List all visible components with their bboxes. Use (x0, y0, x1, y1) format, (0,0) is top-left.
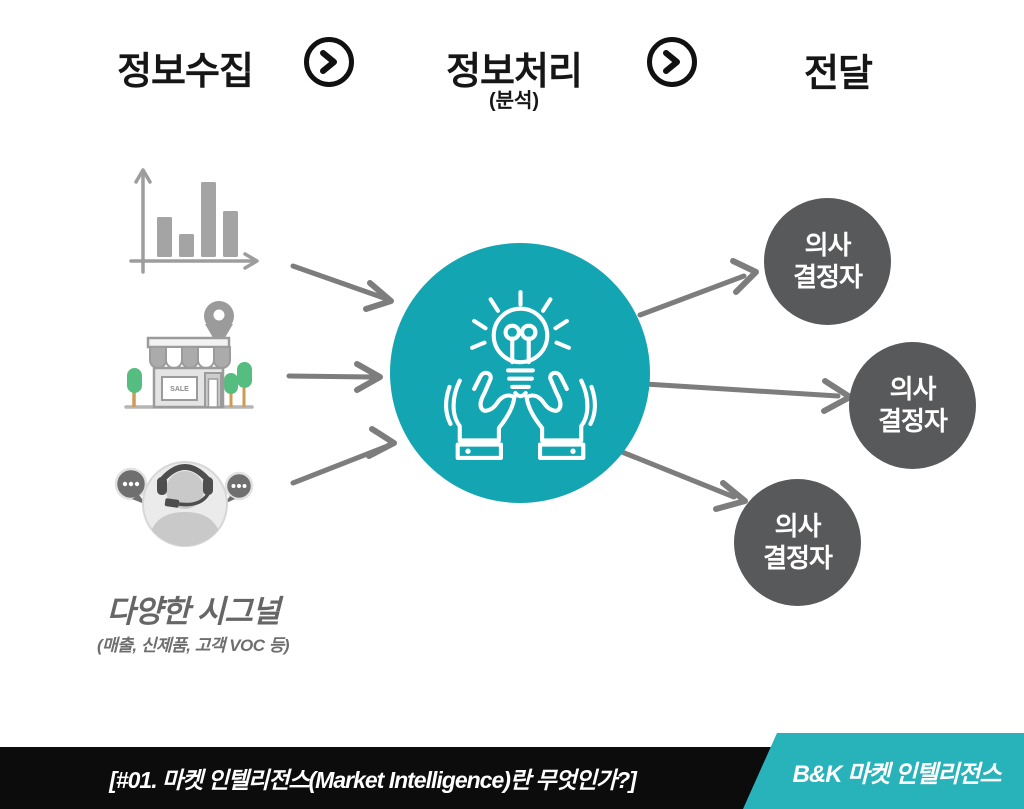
sources-caption-sub: (매출, 신제품, 고객 VOC 등) (96, 636, 290, 655)
decision-maker-label-line2: 결정자 (878, 405, 948, 436)
sources-caption-title: 다양한 시그널 (106, 594, 281, 629)
processing-circle (390, 243, 650, 503)
customer-voice-icon (114, 461, 254, 547)
decision-maker-label-line1: 의사 (889, 373, 937, 404)
step-process-sublabel: (분석) (488, 90, 540, 112)
step-collect-label: 정보수집 (117, 51, 254, 93)
decision-maker-circle: 의사 결정자 (849, 342, 976, 469)
decision-maker-label-line2: 결정자 (793, 261, 863, 292)
decision-maker-circle: 의사 결정자 (734, 479, 861, 606)
step-process-label: 정보처리 (446, 51, 583, 93)
store-sale-sign: SALE (170, 386, 189, 393)
footer-brand-label: B&K 마켓 인텔리전스 (792, 760, 1002, 788)
chevron-right-icon (320, 50, 337, 74)
hands-lightbulb-icon (443, 289, 597, 460)
decision-maker-label-line1: 의사 (804, 229, 852, 260)
chevron-right-circle-icon (304, 37, 354, 87)
storefront-icon: SALE (124, 301, 254, 409)
chevron-right-icon (663, 50, 680, 74)
footer-title: [#01. 마켓 인텔리전스(Market Intelligence)란 무엇인… (109, 767, 637, 793)
footer-brand-ribbon: B&K 마켓 인텔리전스 (743, 733, 1024, 809)
chevron-right-circle-icon (647, 37, 697, 87)
step-deliver-label: 전달 (804, 53, 873, 95)
decision-maker-circle: 의사 결정자 (764, 198, 891, 325)
decision-maker-label-line1: 의사 (774, 510, 822, 541)
decision-maker-label-line2: 결정자 (763, 542, 833, 573)
bar-chart-icon (129, 168, 259, 274)
